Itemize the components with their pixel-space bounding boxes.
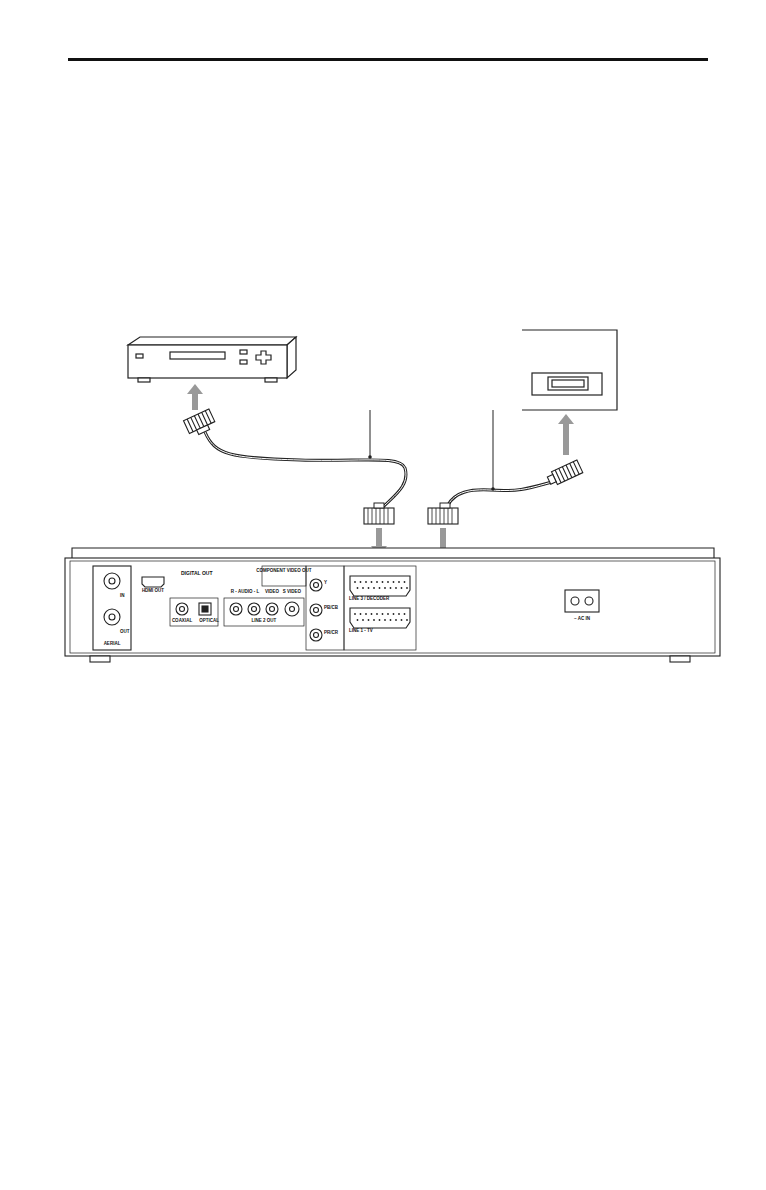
pin-dot xyxy=(379,587,381,589)
pin-dot xyxy=(404,581,406,583)
panel-label: PB/CB xyxy=(324,606,338,611)
pin-dot xyxy=(368,619,370,621)
header-rule xyxy=(68,58,708,61)
pin-dot xyxy=(382,581,384,583)
pin-dot xyxy=(360,613,362,615)
panel-label: VIDEO xyxy=(265,590,279,595)
pin-dot xyxy=(398,581,400,583)
pin-dot xyxy=(395,619,397,621)
pin-dot xyxy=(362,587,364,589)
pin-dot xyxy=(395,587,397,589)
panel-label: R - AUDIO - L xyxy=(231,590,259,595)
panel-label: LINE 3 / DECODER xyxy=(349,597,389,602)
pin-dot xyxy=(387,613,389,615)
pin-dot xyxy=(406,619,408,621)
pin-dot xyxy=(357,587,359,589)
panel-label: PR/CR xyxy=(324,631,338,636)
pin-dot xyxy=(354,613,356,615)
pin-dot xyxy=(373,587,375,589)
pin-dot xyxy=(401,619,403,621)
pin-dot xyxy=(382,613,384,615)
pin-dot xyxy=(376,613,378,615)
pin-dot xyxy=(376,581,378,583)
panel-label: LINE 1 - TV xyxy=(349,629,373,634)
pin-dot xyxy=(404,613,406,615)
pin-dot xyxy=(393,581,395,583)
pin-dot xyxy=(406,587,408,589)
pin-dot xyxy=(390,619,392,621)
panel-label: Y xyxy=(324,581,327,586)
pin-dot xyxy=(384,587,386,589)
pin-dot xyxy=(357,619,359,621)
pin-dot xyxy=(368,587,370,589)
panel-label: COAXIAL xyxy=(172,619,192,624)
panel-label: OPTICAL xyxy=(199,619,219,624)
tv-illustration xyxy=(522,330,617,410)
pin-dot xyxy=(379,619,381,621)
panel-label: ~ AC IN xyxy=(574,617,590,622)
panel-label: S VIDEO xyxy=(283,590,301,595)
pin-dot xyxy=(371,581,373,583)
panel-label: OUT xyxy=(120,630,130,635)
vcr-illustration xyxy=(128,337,296,382)
pin-dot xyxy=(398,613,400,615)
pin-dot xyxy=(371,613,373,615)
pin-dot xyxy=(362,619,364,621)
pin-dot xyxy=(373,619,375,621)
pin-dot xyxy=(365,613,367,615)
recorder-rear-panel xyxy=(65,548,720,662)
panel-label: COMPONENT VIDEO OUT xyxy=(256,569,311,574)
pin-dot xyxy=(354,581,356,583)
pin-dot xyxy=(393,613,395,615)
pin-dot xyxy=(401,587,403,589)
pin-dot xyxy=(387,581,389,583)
pin-dot xyxy=(384,619,386,621)
panel-label: DIGITAL OUT xyxy=(181,571,212,576)
panel-label: AERIAL xyxy=(104,642,121,647)
pin-dot xyxy=(360,581,362,583)
scart-cable xyxy=(184,409,406,556)
pin-dot xyxy=(365,581,367,583)
pin-dot xyxy=(390,587,392,589)
panel-label: IN xyxy=(120,594,125,599)
panel-label: HDMI OUT xyxy=(142,589,164,594)
panel-label: LINE 2 OUT xyxy=(252,619,277,624)
